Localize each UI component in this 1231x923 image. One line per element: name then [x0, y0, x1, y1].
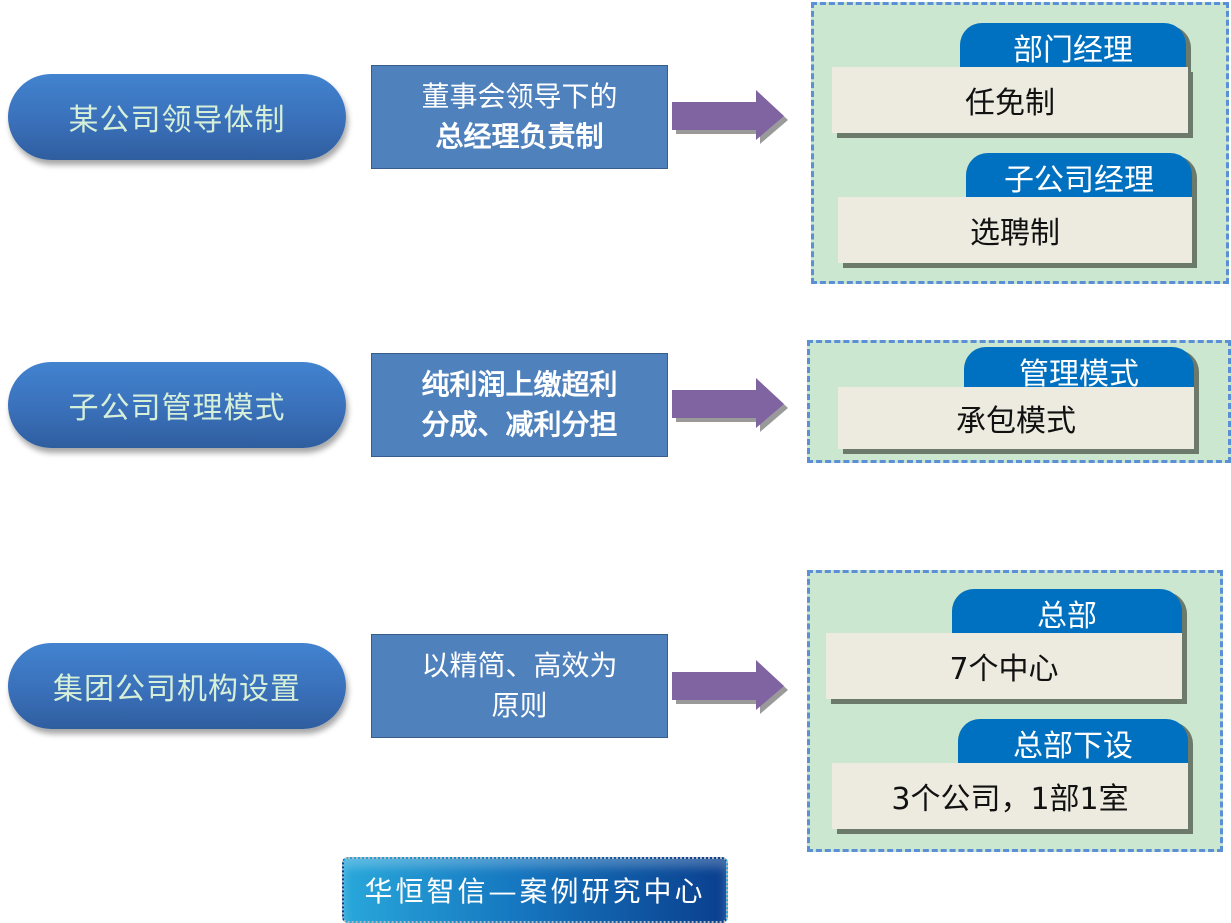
item-header-label: 部门经理 — [1013, 33, 1133, 68]
footer-banner: 华恒智信—案例研究中心 — [342, 857, 728, 923]
item-value-label: 任免制 — [965, 86, 1055, 121]
right-arrow-icon — [672, 90, 788, 144]
right-arrow-icon — [672, 378, 788, 432]
item-value-label: 7个中心 — [949, 652, 1059, 687]
item-header-label: 总部下设 — [1013, 729, 1133, 764]
category-label: 集团公司机构设置 — [53, 672, 301, 707]
description-line: 以精简、高效为 — [421, 649, 618, 682]
item-value: 7个中心 — [826, 633, 1182, 699]
description-box-subsidiary-management: 纯利润上缴超利 分成、减利分担 — [371, 353, 668, 457]
item-value: 3个公司，1部1室 — [832, 763, 1188, 829]
category-pill-org-structure: 集团公司机构设置 — [8, 643, 346, 729]
description-line: 董事会领导下的 — [421, 80, 618, 113]
item-header: 总部下设 — [958, 719, 1188, 765]
item-value: 选聘制 — [838, 197, 1192, 263]
item-header-label: 总部 — [1037, 599, 1097, 634]
category-pill-subsidiary-management: 子公司管理模式 — [8, 362, 346, 448]
category-label: 某公司领导体制 — [68, 103, 286, 138]
item-header-label: 子公司经理 — [1004, 163, 1154, 198]
item-value-label: 3个公司，1部1室 — [891, 782, 1129, 817]
item-header: 子公司经理 — [966, 153, 1192, 199]
footer-label: 华恒智信—案例研究中心 — [364, 875, 706, 908]
item-header: 部门经理 — [960, 23, 1186, 69]
detail-group-leadership: 部门经理 任免制 子公司经理 选聘制 — [811, 2, 1229, 284]
item-value-label: 选聘制 — [970, 216, 1060, 251]
description-box-leadership: 董事会领导下的 总经理负责制 — [371, 65, 668, 169]
description-line-bold: 分成、减利分担 — [421, 408, 618, 441]
right-arrow-icon — [672, 660, 788, 714]
item-header: 总部 — [952, 589, 1182, 635]
item-value: 承包模式 — [838, 387, 1194, 449]
description-line-bold: 总经理负责制 — [435, 120, 604, 153]
category-label: 子公司管理模式 — [68, 391, 286, 426]
item-value-label: 承包模式 — [956, 404, 1076, 439]
description-line-bold: 纯利润上缴超利 — [421, 368, 618, 401]
item-header-label: 管理模式 — [1019, 357, 1139, 392]
category-pill-leadership: 某公司领导体制 — [8, 74, 346, 160]
item-header: 管理模式 — [964, 347, 1194, 393]
detail-group-subsidiary-management: 管理模式 承包模式 — [807, 340, 1231, 463]
item-value: 任免制 — [832, 67, 1188, 133]
description-box-org-structure: 以精简、高效为 原则 — [371, 634, 668, 738]
detail-group-org-structure: 总部 7个中心 总部下设 3个公司，1部1室 — [807, 570, 1223, 852]
description-line: 原则 — [491, 689, 548, 722]
